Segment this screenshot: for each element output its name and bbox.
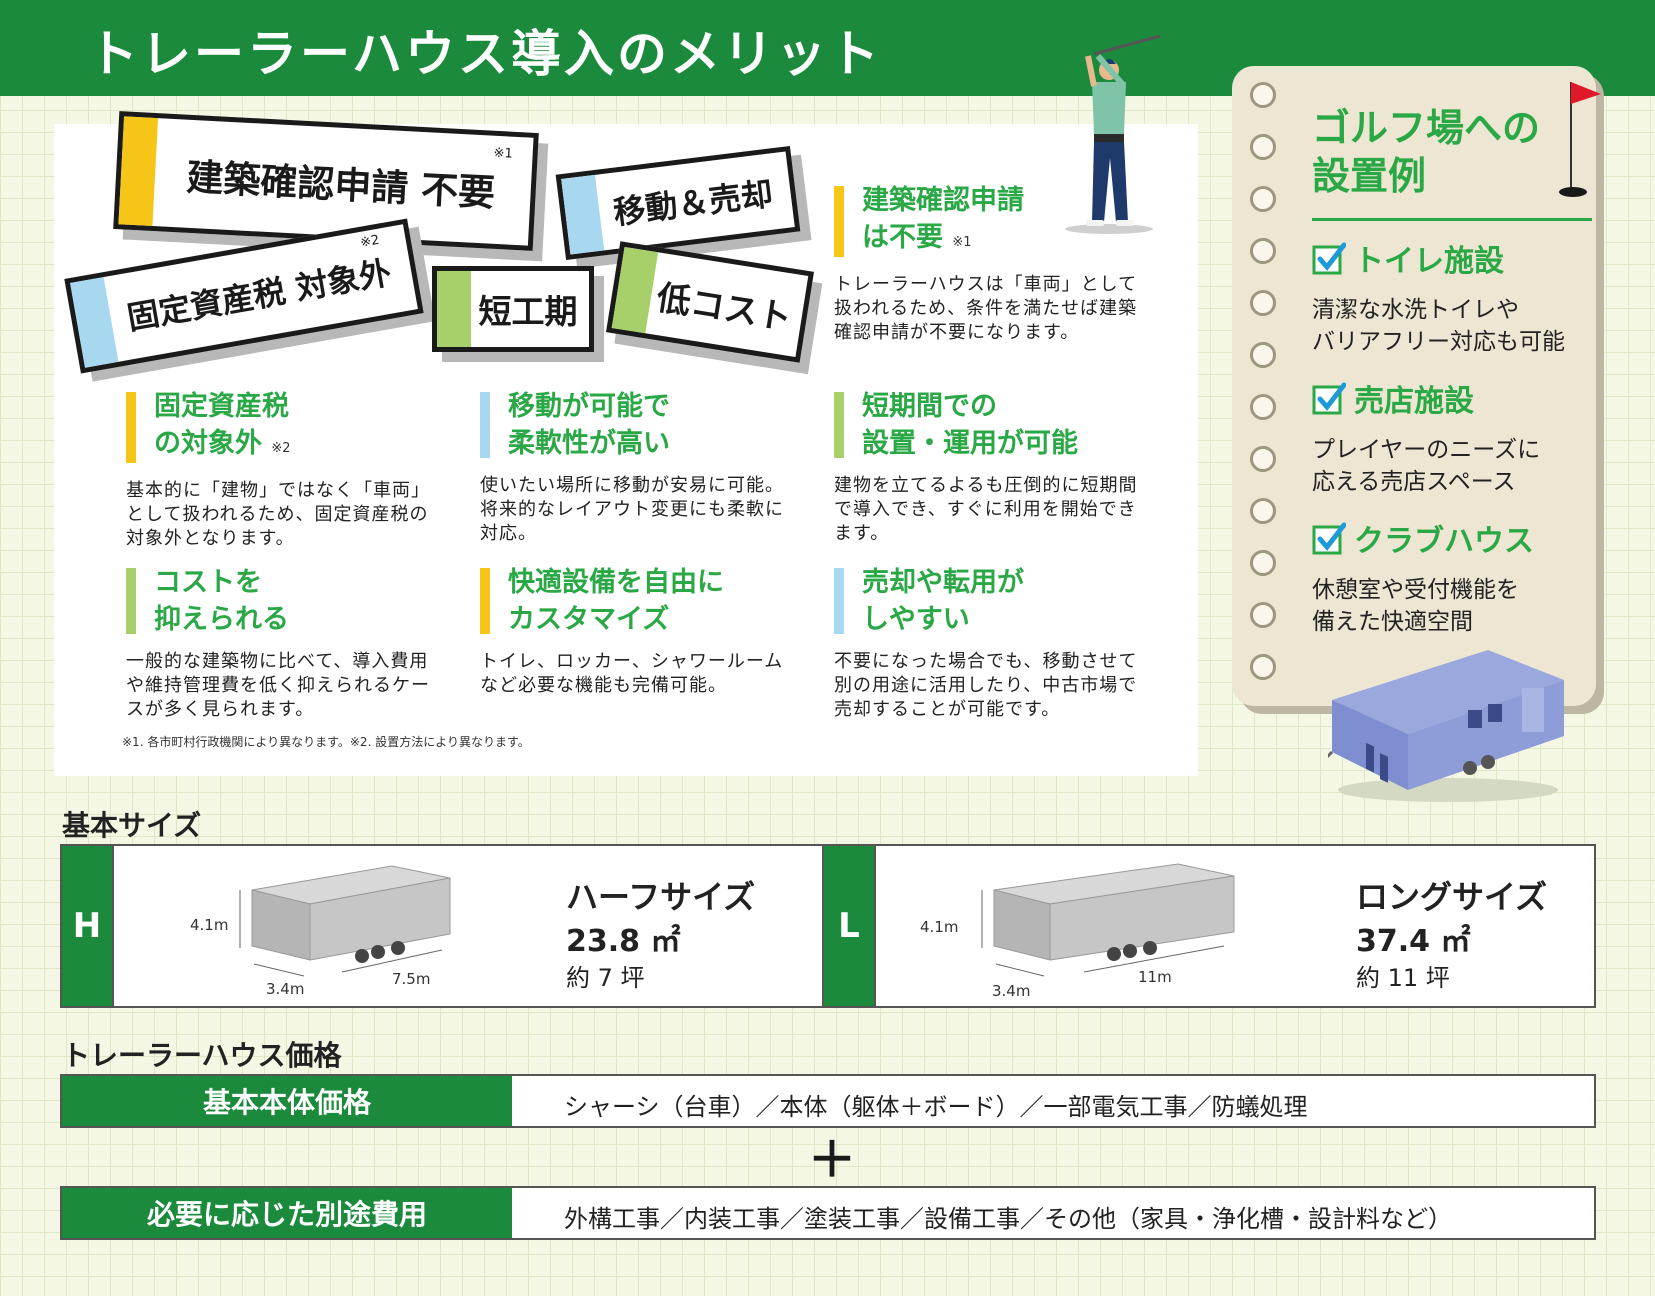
sizes-divider xyxy=(822,844,824,1008)
ring-icon xyxy=(1250,602,1276,628)
size-half: H 4.1m 3.4m 7.5m ハーフサイズ 23.8 ㎡ 約 7 坪 xyxy=(62,846,824,1006)
tag-short-construction: 短工期 xyxy=(432,266,594,352)
price-label: 必要に応じた別途費用 xyxy=(62,1188,512,1238)
ring-icon xyxy=(1250,342,1276,368)
size-tsubo: 約 11 坪 xyxy=(1356,964,1450,992)
size-tsubo: 約 7 坪 xyxy=(566,964,645,992)
feature-mobility: 移動が可能で 柔軟性が高い 使いたい場所に移動が安易に可能。将来的なレイアウト変… xyxy=(480,388,800,546)
ring-icon xyxy=(1250,82,1276,108)
golf-item-shop: 売店施設 プレイヤーのニーズに 応える売店スペース xyxy=(1312,376,1612,498)
dim-width: 3.4m xyxy=(266,980,305,998)
page-header: トレーラーハウス導入のメリット xyxy=(0,0,1655,96)
checkbox-icon xyxy=(1312,522,1346,555)
size-long: L 4.1m 3.4m 11m ロングサイズ 37.4 ㎡ 約 11 坪 xyxy=(824,846,1594,1006)
tag-building-permit: 建築確認申請 不要 ※1 xyxy=(113,111,539,251)
golf-course-card: ゴルフ場への 設置例 トイレ施設 清潔な水洗トイレや バリアフリー対応も可能 売… xyxy=(1232,66,1596,706)
ring-icon xyxy=(1250,654,1276,680)
ring-icon xyxy=(1250,290,1276,316)
golfer-illustration xyxy=(1065,34,1161,234)
sizes-section-title: 基本サイズ xyxy=(62,809,202,842)
dim-height: 4.1m xyxy=(920,918,959,936)
checkbox-icon xyxy=(1312,382,1346,415)
checkbox-icon xyxy=(1312,242,1346,275)
feature-customize: 快適設備を自由に カスタマイズ トイレ、ロッカー、シャワールームなど必要な機能も… xyxy=(480,564,800,698)
price-value: 外構工事／内装工事／塗装工事／設備工事／その他（家具・浄化槽・設計料など） xyxy=(564,1205,1452,1233)
dim-height: 4.1m xyxy=(190,916,229,934)
trailer-dimension-icon xyxy=(981,863,1235,977)
golf-item-clubhouse: クラブハウス 休憩室や受付機能を 備えた快適空間 xyxy=(1312,516,1612,638)
feature-resale: 売却や転用が しやすい 不要になった場合でも、移動させて別の用途に活用したり、中… xyxy=(834,564,1154,722)
price-row-extra: 必要に応じた別途費用 外構工事／内装工事／塗装工事／設備工事／その他（家具・浄化… xyxy=(60,1186,1596,1240)
golf-item-toilet: トイレ施設 清潔な水洗トイレや バリアフリー対応も可能 xyxy=(1312,236,1612,358)
feature-building-permit: 建築確認申請 は不要 ※1 トレーラーハウスは「車両」として扱われるため、条件を… xyxy=(834,182,1154,345)
dim-length: 11m xyxy=(1138,968,1172,986)
dim-width: 3.4m xyxy=(992,982,1031,1000)
ring-icon xyxy=(1250,134,1276,160)
price-row-base: 基本本体価格 シャーシ（台車）／本体（躯体＋ボード）／一部電気工事／防蟻処理 xyxy=(60,1074,1596,1128)
page-title: トレーラーハウス導入のメリット xyxy=(88,25,882,83)
footnote: ※1. 各市町村行政機関により異なります。※2. 設置方法により異なります。 xyxy=(122,735,530,749)
trailer-house-illustration xyxy=(1328,650,1564,802)
ring-icon xyxy=(1250,238,1276,264)
price-label: 基本本体価格 xyxy=(62,1076,512,1126)
ring-icon xyxy=(1250,394,1276,420)
ring-icon xyxy=(1250,186,1276,212)
feature-low-cost: コストを 抑えられる 一般的な建築物に比べて、導入費用や維持管理費を低く抑えられ… xyxy=(126,564,446,722)
ring-icon xyxy=(1250,498,1276,524)
feature-property-tax: 固定資産税 の対象外 ※2 基本的に「建物」ではなく「車両」として扱われるため、… xyxy=(126,388,446,551)
size-area: 37.4 ㎡ xyxy=(1356,924,1471,959)
size-name: ロングサイズ xyxy=(1356,878,1548,916)
dim-length: 7.5m xyxy=(392,970,431,988)
sizes-box: H 4.1m 3.4m 7.5m ハーフサイズ 23.8 ㎡ 約 7 坪 L 4… xyxy=(60,844,1596,1008)
size-letter: L xyxy=(824,846,876,1006)
feature-short-term: 短期間での 設置・運用が可能 建物を立てるよるも圧倒的に短期間で導入でき、すぐに… xyxy=(834,388,1154,546)
plus-sign: ＋ xyxy=(808,1132,857,1188)
size-area: 23.8 ㎡ xyxy=(566,924,681,959)
trailer-dimension-icon xyxy=(239,865,451,977)
size-name: ハーフサイズ xyxy=(566,878,756,916)
ring-icon xyxy=(1250,446,1276,472)
price-value: シャーシ（台車）／本体（躯体＋ボード）／一部電気工事／防蟻処理 xyxy=(564,1093,1308,1121)
size-letter: H xyxy=(62,846,114,1006)
golf-title-underline xyxy=(1312,218,1592,221)
price-section-title: トレーラーハウス価格 xyxy=(62,1039,342,1072)
golf-flag-icon xyxy=(1559,82,1601,197)
golf-card-title: ゴルフ場への 設置例 xyxy=(1312,106,1541,198)
ring-icon xyxy=(1250,550,1276,576)
